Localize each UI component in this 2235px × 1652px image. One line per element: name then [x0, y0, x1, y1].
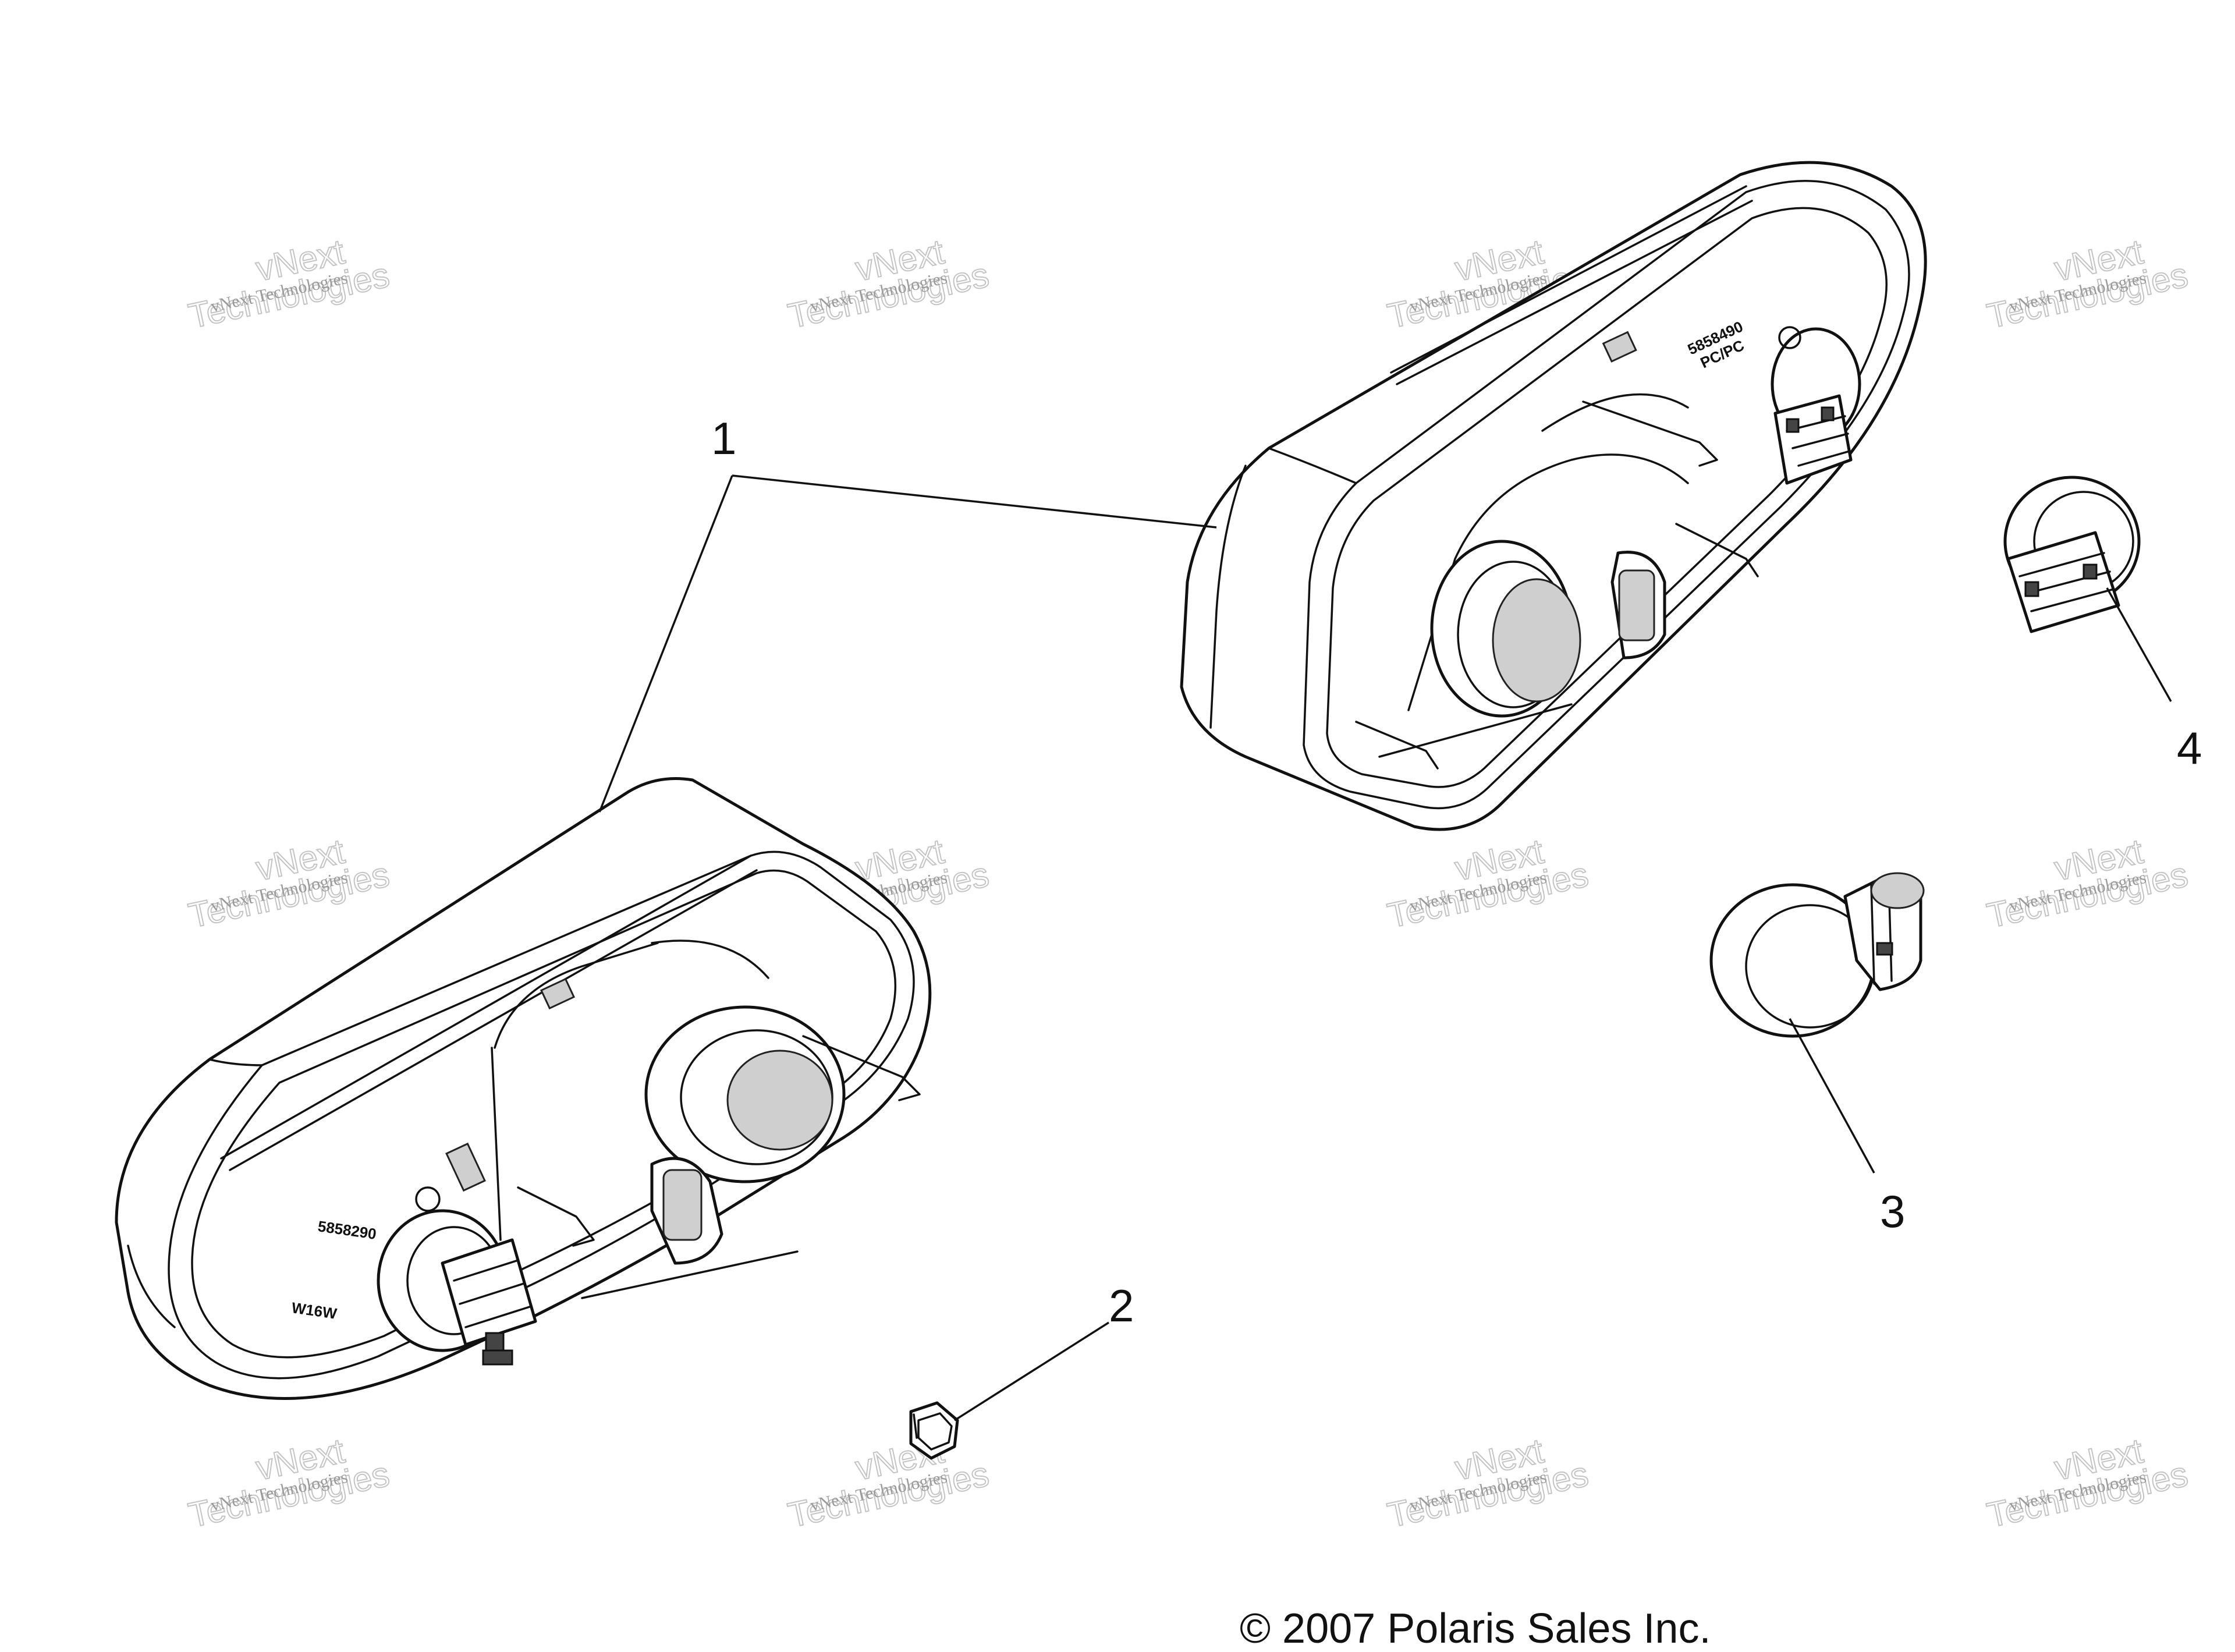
callout-1: 1 — [711, 413, 736, 464]
watermark: Technologies vNext vNext Technologies — [185, 831, 393, 935]
callouts: 1 2 3 4 — [711, 413, 2202, 1331]
watermark: Technologies vNext vNext Technologies — [1383, 1430, 1592, 1535]
callout-2: 2 — [1109, 1280, 1134, 1331]
watermark: Technologies vNext vNext Technologies — [1383, 831, 1592, 935]
watermark: Technologies vNext vNext Technologies — [784, 231, 993, 336]
watermark: Technologies vNext vNext Technologies — [784, 1430, 993, 1535]
right-tail-light-housing: 5858490 PC/PC — [1180, 161, 1927, 831]
callout-4: 4 — [2177, 722, 2202, 774]
leader-1-left — [598, 475, 733, 813]
watermark: Technologies vNext vNext Technologies — [185, 231, 393, 336]
watermark: Technologies vNext vNext Technologies — [1983, 1430, 2192, 1535]
bulb-connector-part — [2003, 476, 2141, 633]
leader-2 — [954, 1321, 1109, 1421]
leader-lines — [598, 474, 2172, 1421]
left-tail-light-housing: 5858290 W16W — [115, 777, 932, 1400]
copyright-notice: © 2007 Polaris Sales Inc. — [1240, 1605, 1711, 1652]
nut-part — [909, 1401, 959, 1460]
watermark: Technologies vNext vNext Technologies — [1983, 831, 2192, 935]
watermark: Technologies vNext vNext Technologies — [1983, 231, 2192, 336]
leader-3 — [1789, 1018, 1875, 1174]
leader-1-right — [732, 474, 1217, 529]
leader-4 — [2106, 587, 2172, 702]
callout-3: 3 — [1880, 1186, 1905, 1237]
watermark: Technologies vNext vNext Technologies — [185, 1430, 393, 1535]
bulb-socket-part — [1709, 872, 1925, 1038]
